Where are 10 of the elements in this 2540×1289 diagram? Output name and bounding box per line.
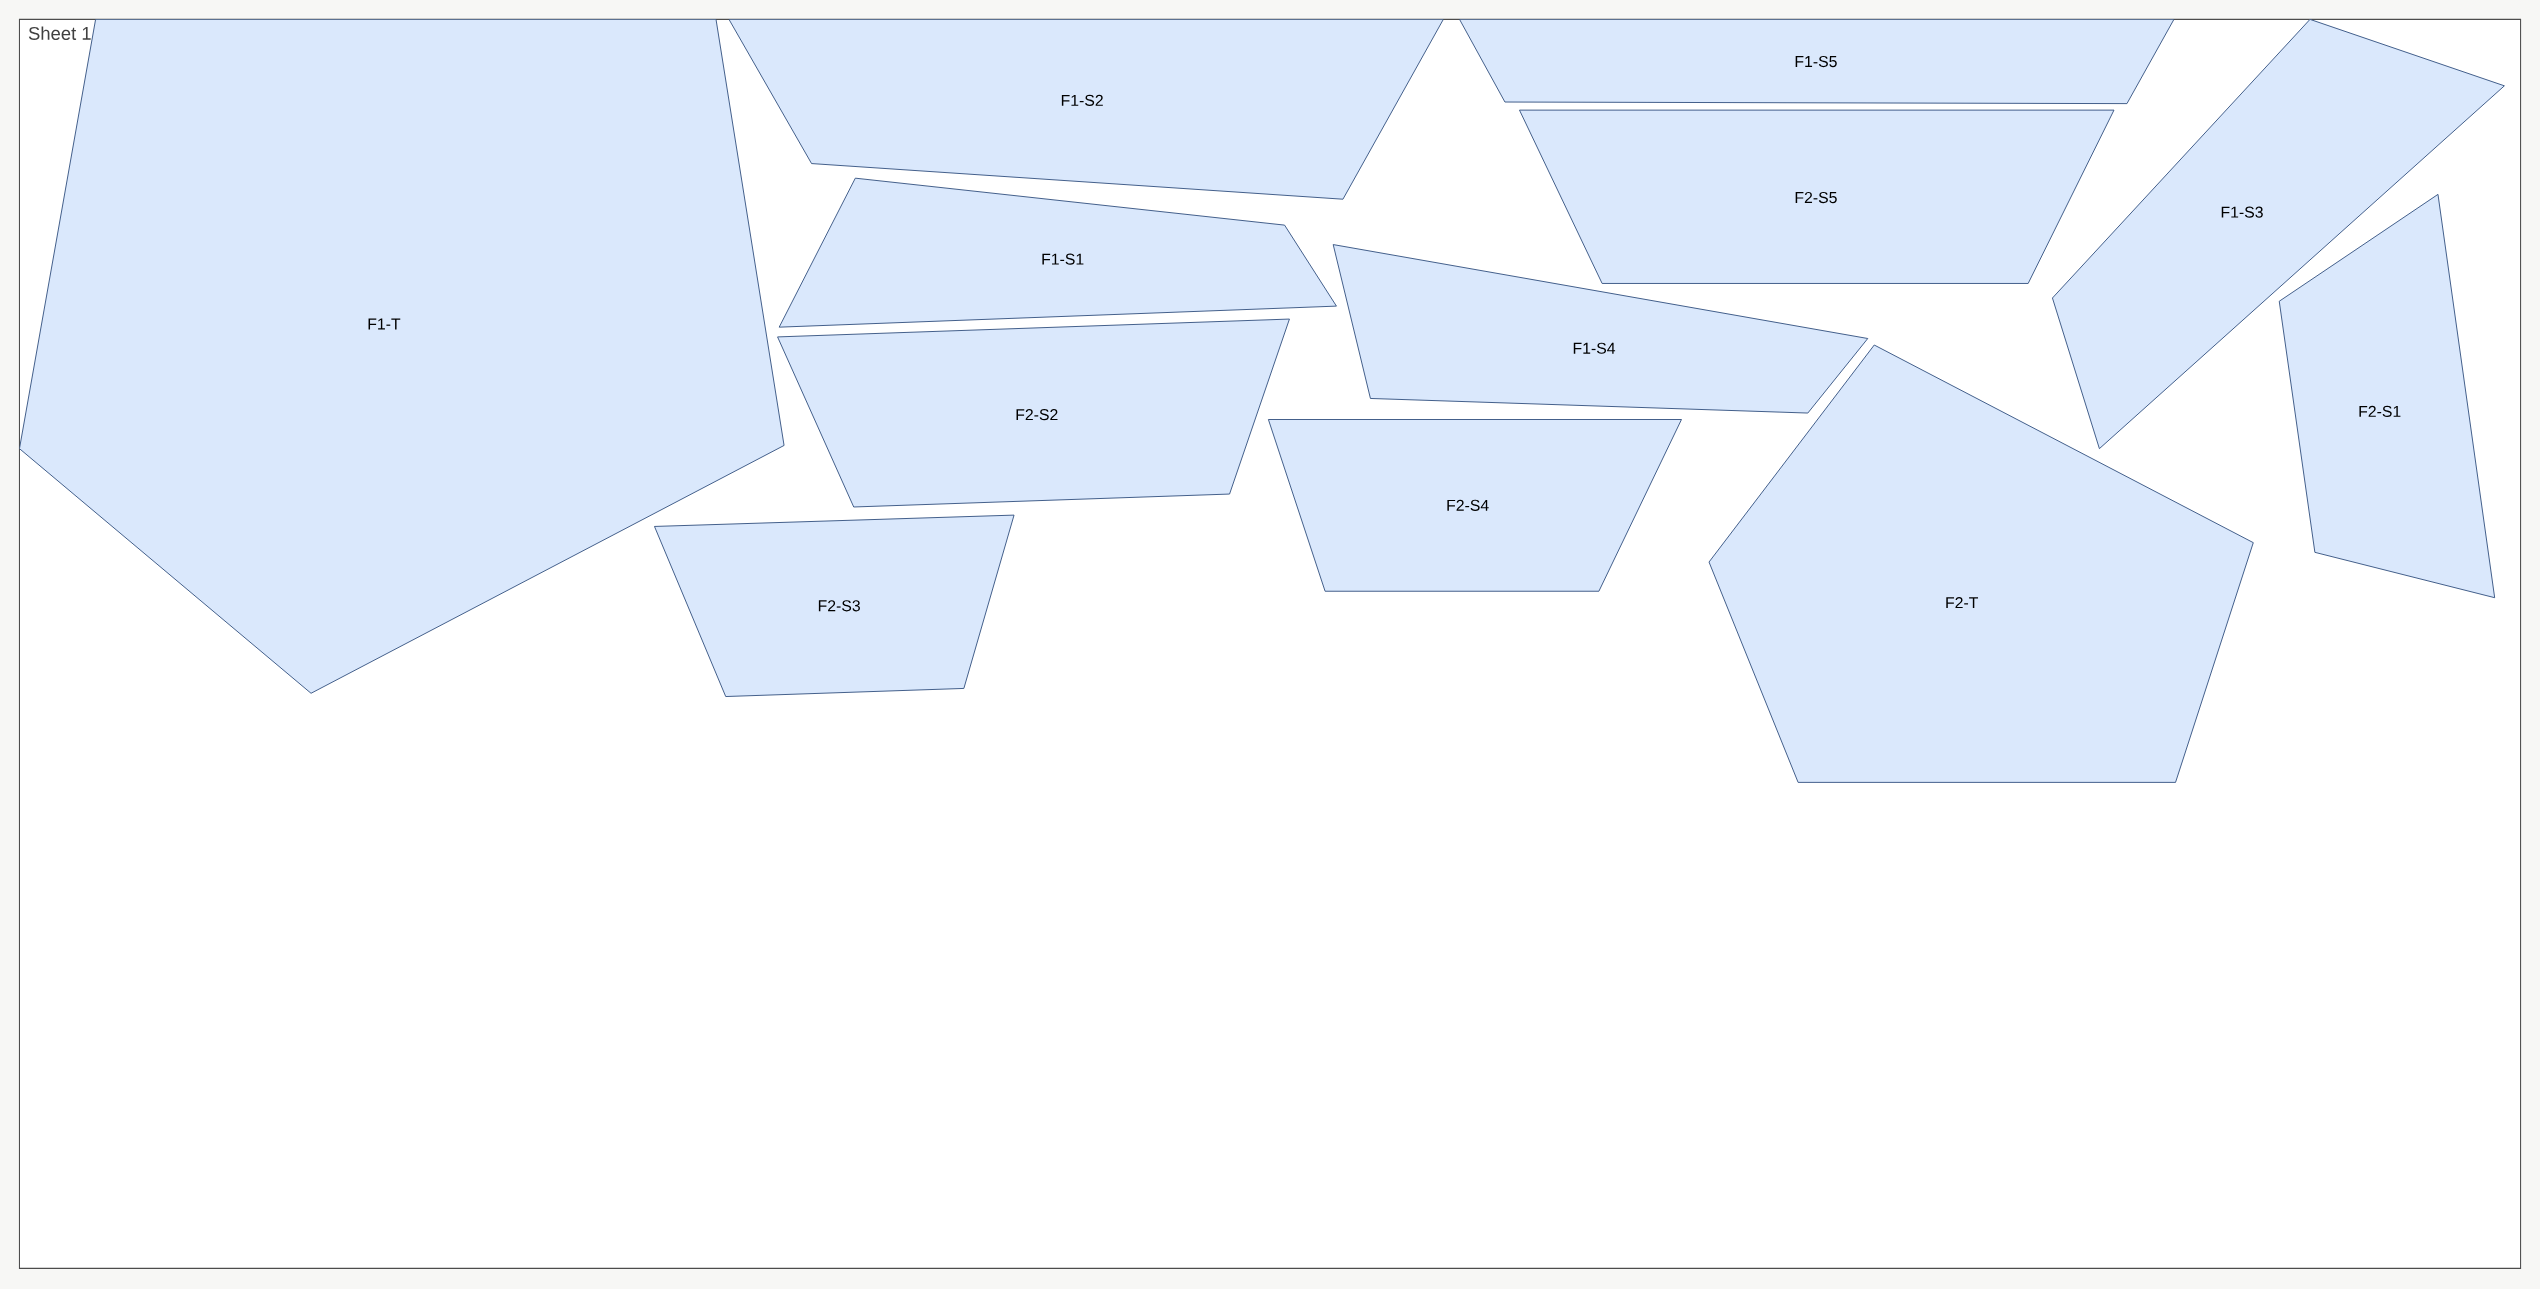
part-polygon: F2-S1: [2278, 193, 2496, 598]
part-polygon: F2-S4: [1267, 418, 1682, 592]
part-polygon: F2-T: [1708, 344, 2254, 783]
part-polygon: F1-S1: [778, 177, 1337, 328]
part-polygon: F1-S2: [728, 19, 1444, 200]
part-polygon: F2-S3: [654, 514, 1015, 697]
part-polygon: F2-S5: [1519, 109, 2115, 284]
part-polygon: F2-S2: [777, 318, 1290, 508]
part-polygon: F1-S5: [1459, 19, 2175, 104]
part-polygon: F1-S4: [1332, 243, 1869, 414]
